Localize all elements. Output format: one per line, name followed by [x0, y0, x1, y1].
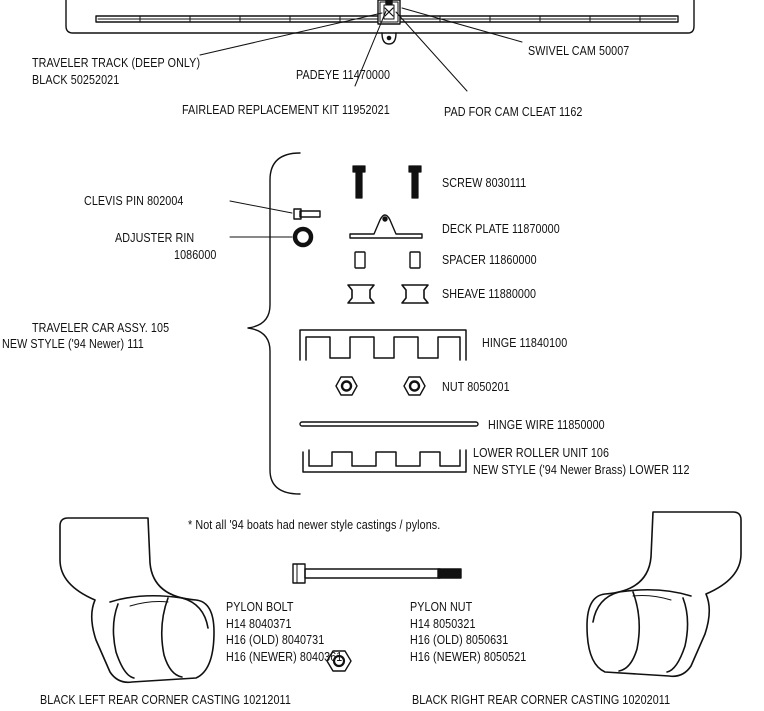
pylon-nut-title: PYLON NUT: [410, 600, 473, 614]
pylon-bolt-h16-old: H16 (OLD) 8040731: [226, 633, 325, 647]
hinge-label: HINGE 11840100: [482, 336, 568, 350]
deck-plate-label: DECK PLATE 11870000: [442, 222, 560, 236]
hinge-wire-drawing: [299, 421, 479, 427]
traveler-car-new-style-label: NEW STYLE ('94 Newer) 111: [2, 337, 144, 351]
sheave-label: SHEAVE 11880000: [442, 287, 537, 301]
pad-cam-cleat-label: PAD FOR CAM CLEAT 1162: [444, 105, 583, 119]
pylon-bolt-h14: H14 8040371: [226, 617, 292, 631]
pylon-bolt-h16-newer: H16 (NEWER) 8040361: [226, 650, 343, 664]
deck-plate-drawing: [349, 214, 423, 239]
pylon-bolt-drawing: [292, 563, 462, 584]
lower-roller-label: LOWER ROLLER UNIT 106: [473, 446, 610, 460]
left-casting-label: BLACK LEFT REAR CORNER CASTING 10212011: [40, 693, 291, 707]
adjuster-ring-label: ADJUSTER RIN: [115, 231, 195, 245]
castings-note: * Not all '94 boats had newer style cast…: [188, 518, 441, 532]
spacer-drawing: [354, 251, 421, 269]
clevis-pin-label: CLEVIS PIN 802004: [84, 194, 184, 208]
pylon-nut-h14: H14 8050321: [410, 617, 476, 631]
lower-roller-drawing: [302, 449, 467, 473]
adjuster-ring-part-number: 1086000: [174, 248, 217, 262]
spacer-label: SPACER 11860000: [442, 253, 537, 267]
sheave-drawing: [347, 284, 429, 304]
left-casting-drawing: [59, 517, 215, 684]
traveler-track-label: TRAVELER TRACK (DEEP ONLY): [32, 56, 201, 70]
swivel-cam-label: SWIVEL CAM 50007: [528, 44, 630, 58]
car-assy-bracket: [247, 152, 301, 495]
traveler-track-drawing: [65, 0, 695, 45]
right-casting-drawing: [586, 511, 742, 678]
lower-roller-new-style-label: NEW STYLE ('94 Newer Brass) LOWER 112: [473, 463, 690, 477]
clevis-pin-drawing: [229, 200, 321, 220]
nut-label: NUT 8050201: [442, 380, 510, 394]
screw-label: SCREW 8030111: [442, 176, 527, 190]
fairlead-kit-label: FAIRLEAD REPLACEMENT KIT 11952021: [182, 103, 390, 117]
traveler-car-assy-label: TRAVELER CAR ASSY. 105: [32, 321, 170, 335]
hinge-drawing: [299, 329, 467, 361]
track-leader-lines: [199, 7, 523, 92]
pylon-bolt-title: PYLON BOLT: [226, 600, 294, 614]
nut-drawing: [335, 376, 426, 396]
screw-drawing: [352, 165, 422, 199]
padeye-label: PADEYE 11470000: [296, 68, 391, 82]
pylon-nut-drawing: [326, 650, 352, 672]
pylon-nut-h16-old: H16 (OLD) 8050631: [410, 633, 509, 647]
hinge-wire-label: HINGE WIRE 11850000: [488, 418, 605, 432]
traveler-track-part-number: BLACK 50252021: [32, 73, 120, 87]
adjuster-ring-drawing: [229, 226, 314, 248]
right-casting-label: BLACK RIGHT REAR CORNER CASTING 10202011: [412, 693, 671, 707]
pylon-nut-h16-newer: H16 (NEWER) 8050521: [410, 650, 527, 664]
